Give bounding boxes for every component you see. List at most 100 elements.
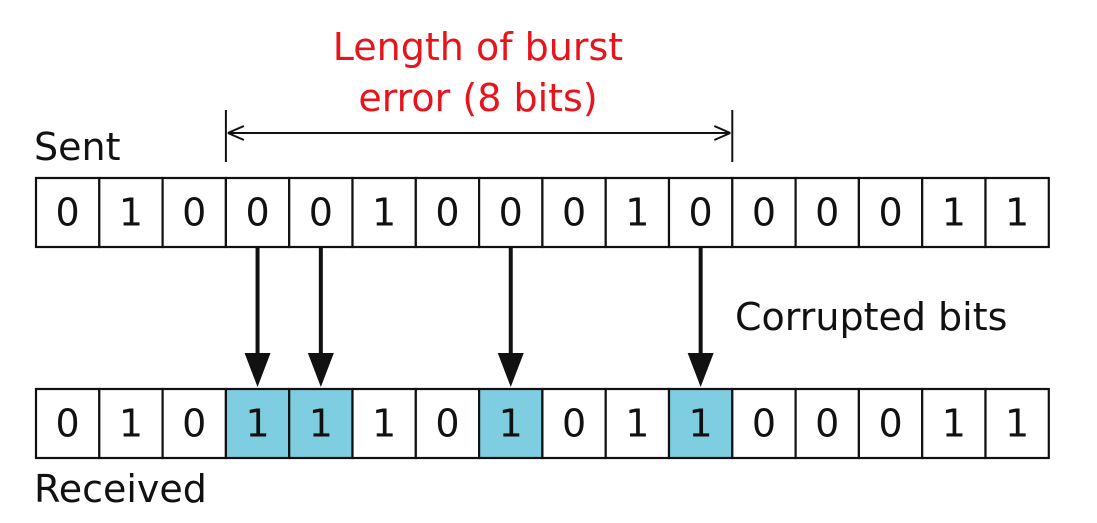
sent-bit-cell: 0 bbox=[667, 176, 734, 249]
burst-left-arrowhead bbox=[227, 125, 245, 141]
burst-right-arrowhead bbox=[713, 125, 731, 141]
received-bit-cell: 1 bbox=[921, 387, 987, 460]
sent-bit-value: 0 bbox=[435, 191, 459, 235]
sent-bit-cell: 1 bbox=[984, 176, 1050, 249]
burst-length-dimension bbox=[224, 110, 734, 162]
sent-bit-value: 1 bbox=[625, 191, 649, 235]
received-bit-value: 1 bbox=[1005, 402, 1029, 446]
sent-bit-cell: 1 bbox=[604, 176, 671, 249]
received-bit-value: 1 bbox=[245, 402, 269, 446]
sent-bit-cell: 0 bbox=[288, 176, 354, 249]
sent-bit-cell: 0 bbox=[478, 176, 544, 249]
received-bit-cell: 1 bbox=[667, 387, 734, 460]
sent-bit-value: 0 bbox=[815, 191, 839, 235]
sent-bit-value: 1 bbox=[942, 191, 966, 235]
corruption-arrow-head bbox=[307, 353, 334, 387]
sent-label: Sent bbox=[34, 125, 120, 169]
received-bit-value: 0 bbox=[815, 402, 839, 446]
sent-bit-cell: 1 bbox=[351, 176, 417, 249]
received-bit-value: 1 bbox=[119, 402, 143, 446]
title-line-2: error (8 bits) bbox=[358, 76, 597, 120]
sent-bit-box bbox=[541, 176, 607, 249]
received-bit-value: 1 bbox=[372, 402, 396, 446]
sent-bit-cell: 0 bbox=[731, 176, 797, 249]
sent-bit-cell: 0 bbox=[794, 176, 860, 249]
sent-bit-box bbox=[857, 176, 924, 249]
received-bit-value: 1 bbox=[942, 402, 966, 446]
sent-bit-cell: 0 bbox=[224, 176, 291, 249]
sent-bit-cell: 0 bbox=[161, 176, 228, 249]
received-bit-value: 0 bbox=[562, 402, 586, 446]
received-bit-box bbox=[351, 387, 417, 460]
received-bit-cell: 0 bbox=[161, 387, 228, 460]
sent-bit-box bbox=[984, 176, 1050, 249]
sent-bit-value: 0 bbox=[245, 191, 269, 235]
sent-bit-value: 1 bbox=[119, 191, 143, 235]
sent-bit-cell: 0 bbox=[541, 176, 607, 249]
sent-bit-value: 0 bbox=[56, 191, 80, 235]
received-bit-value: 0 bbox=[56, 402, 80, 446]
received-bit-value: 1 bbox=[499, 402, 523, 446]
received-bit-cell: 0 bbox=[541, 387, 607, 460]
corruption-arrows bbox=[244, 247, 714, 387]
sent-bit-cell: 0 bbox=[857, 176, 924, 249]
title-line-1: Length of burst bbox=[333, 25, 623, 69]
sent-bit-box bbox=[794, 176, 860, 249]
sent-bit-box bbox=[288, 176, 354, 249]
sent-bit-box bbox=[161, 176, 228, 249]
sent-bit-value: 0 bbox=[182, 191, 206, 235]
sent-bit-value: 0 bbox=[309, 191, 333, 235]
sent-bit-box bbox=[34, 176, 101, 249]
sent-bit-value: 0 bbox=[499, 191, 523, 235]
received-bit-value: 0 bbox=[752, 402, 776, 446]
received-bit-cell: 0 bbox=[794, 387, 860, 460]
received-bit-cell: 0 bbox=[731, 387, 797, 460]
sent-bit-value: 0 bbox=[752, 191, 776, 235]
received-bit-cell: 1 bbox=[351, 387, 417, 460]
received-bit-box bbox=[667, 387, 734, 460]
received-bit-cell: 0 bbox=[414, 387, 481, 460]
received-bit-cell: 1 bbox=[98, 387, 164, 460]
received-label: Received bbox=[34, 467, 207, 511]
received-bit-cell: 1 bbox=[984, 387, 1050, 460]
received-bit-box bbox=[794, 387, 860, 460]
received-bit-box bbox=[224, 387, 291, 460]
received-bit-box bbox=[161, 387, 228, 460]
received-bit-value: 0 bbox=[878, 402, 902, 446]
corruption-arrow-head bbox=[687, 353, 714, 387]
received-bit-box bbox=[604, 387, 671, 460]
sent-bit-value: 0 bbox=[689, 191, 713, 235]
sent-bit-value: 0 bbox=[878, 191, 902, 235]
corruption-arrow-head bbox=[244, 353, 271, 387]
received-bit-cell: 1 bbox=[224, 387, 291, 460]
received-bit-box bbox=[288, 387, 354, 460]
received-bit-cell: 1 bbox=[478, 387, 544, 460]
received-bit-cell: 0 bbox=[34, 387, 101, 460]
received-bit-box bbox=[414, 387, 481, 460]
received-bit-box bbox=[478, 387, 544, 460]
received-bit-box bbox=[857, 387, 924, 460]
sent-bit-value: 1 bbox=[1005, 191, 1029, 235]
received-bit-cell: 1 bbox=[288, 387, 354, 460]
corruption-arrow-head bbox=[497, 353, 524, 387]
sent-bit-value: 0 bbox=[562, 191, 586, 235]
sent-bit-value: 1 bbox=[372, 191, 396, 235]
received-bit-cell: 0 bbox=[857, 387, 924, 460]
received-bit-value: 1 bbox=[689, 402, 713, 446]
sent-bit-box bbox=[667, 176, 734, 249]
received-bit-value: 1 bbox=[625, 402, 649, 446]
received-bit-box bbox=[34, 387, 101, 460]
corrupted-bits-label: Corrupted bits bbox=[735, 295, 1007, 339]
received-bit-value: 1 bbox=[309, 402, 333, 446]
sent-bit-box bbox=[98, 176, 164, 249]
received-bit-value: 0 bbox=[182, 402, 206, 446]
sent-bit-cell: 0 bbox=[34, 176, 101, 249]
received-bit-box bbox=[921, 387, 987, 460]
received-bit-box bbox=[984, 387, 1050, 460]
sent-bit-cell: 0 bbox=[414, 176, 481, 249]
received-bit-box bbox=[98, 387, 164, 460]
sent-bit-cell: 1 bbox=[98, 176, 164, 249]
